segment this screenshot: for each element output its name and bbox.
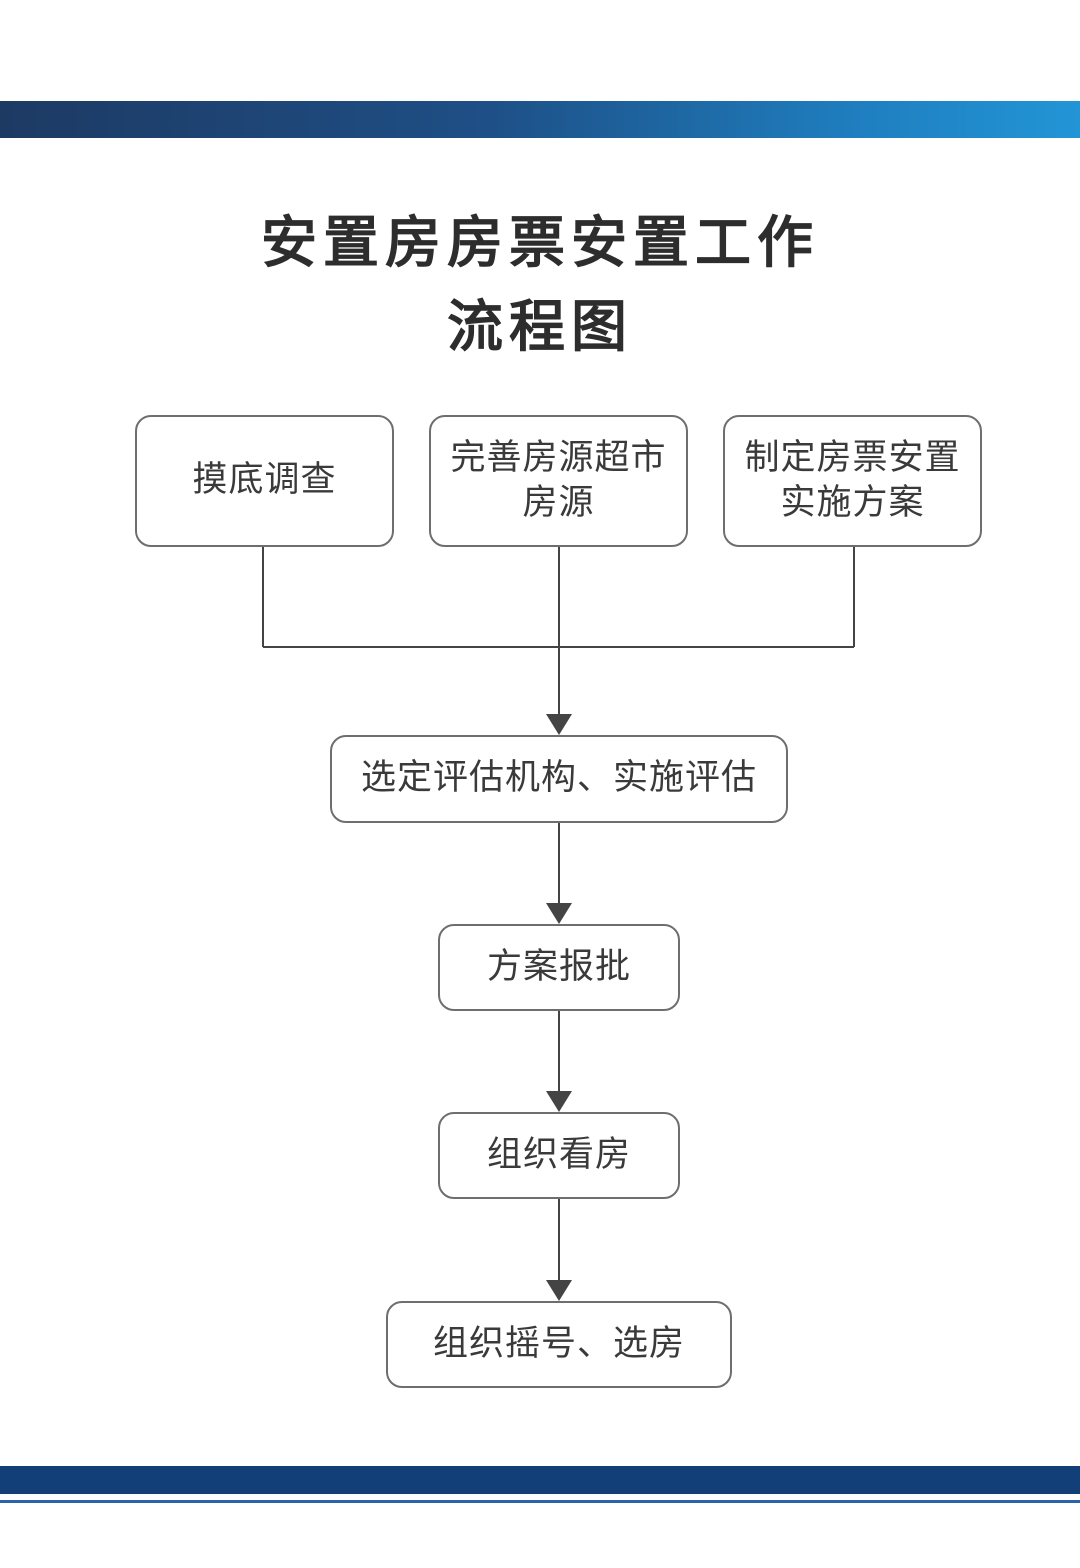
step-lottery-label: 组织摇号、选房 [432,1323,685,1364]
step-lottery: 组织摇号、选房 [386,1301,732,1388]
step-approval: 方案报批 [438,924,680,1011]
step-appraisal-label: 选定评估机构、实施评估 [360,758,757,799]
step-viewing-label: 组织看房 [486,1134,631,1175]
step-survey-label: 摸底调查 [192,460,337,501]
step-plan-label-line2: 实施方案 [780,483,925,523]
arrowhead-2 [546,903,572,924]
step-survey: 摸底调查 [135,415,394,547]
step-plan-label-line1: 制定房票安置 [744,437,961,478]
arrowhead-1 [546,714,572,735]
arrowhead-3 [546,1091,572,1112]
step-housing-supply-label-line1: 完善房源超市 [450,437,667,478]
step-approval-label: 方案报批 [486,946,631,987]
step-housing-supply: 完善房源超市 房源 [429,415,688,547]
step-housing-supply-label-line2: 房源 [522,483,595,523]
footer-band [0,1466,1080,1494]
page-title-line2: 流程图 [447,295,633,360]
arrowhead-4 [546,1280,572,1301]
header-band [0,101,1080,138]
step-plan: 制定房票安置 实施方案 [723,415,982,547]
footer-line [0,1500,1080,1503]
step-viewing: 组织看房 [438,1112,680,1199]
step-appraisal: 选定评估机构、实施评估 [330,735,788,823]
page-title: 安置房房票安置工作 [261,211,819,276]
